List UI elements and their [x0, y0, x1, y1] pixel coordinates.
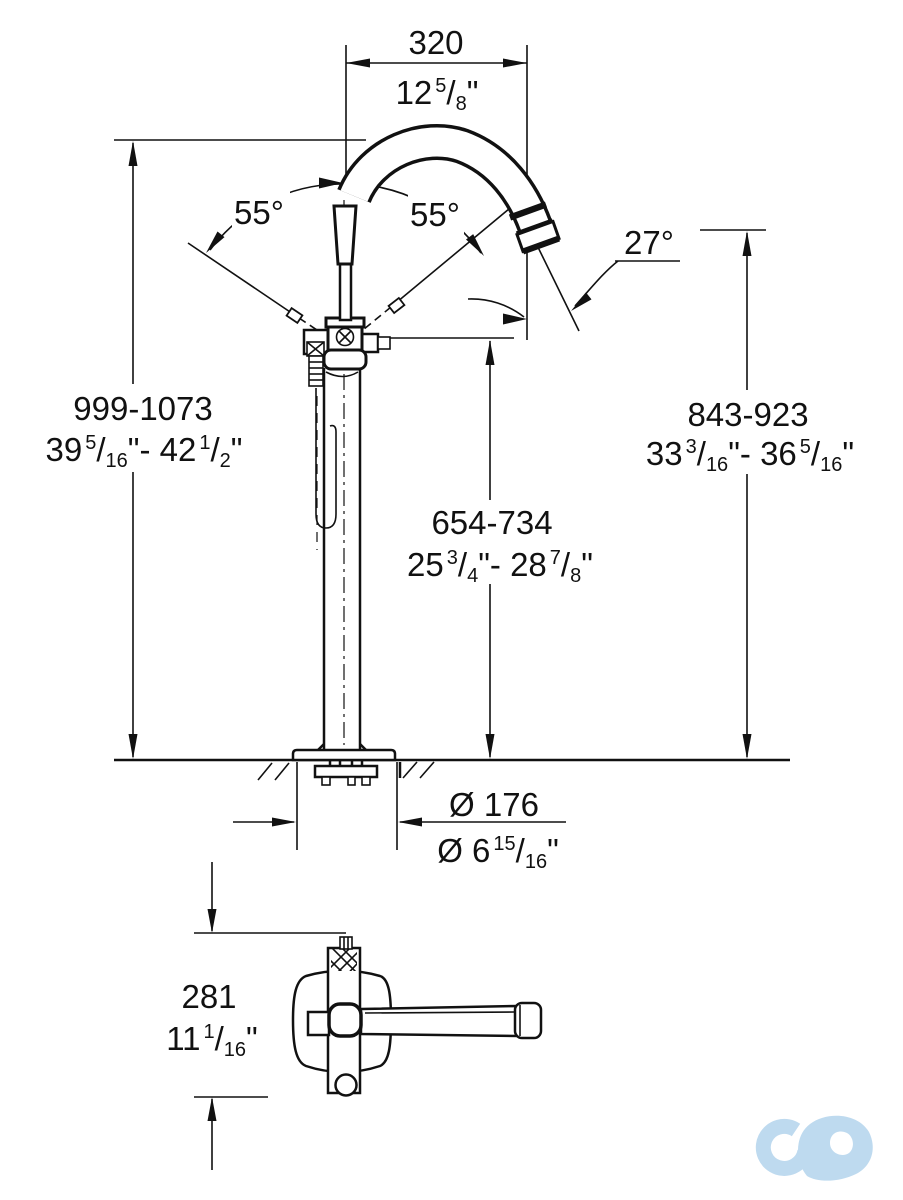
base-plate [291, 743, 397, 762]
label-angle-left: 55° [234, 194, 284, 231]
handle-top-view [306, 1010, 331, 1037]
mounting-flange [313, 764, 379, 779]
holder-mark-right [387, 296, 406, 315]
label-base-depth-mm: 281 [181, 978, 236, 1015]
handshower-connector [308, 355, 324, 387]
label-total-height-mm: 999-1073 [73, 390, 212, 427]
pullout-hose [315, 388, 337, 529]
inlet-hatch [331, 936, 357, 971]
riser-column [315, 200, 362, 749]
handle-grip [332, 204, 358, 266]
hose-port [339, 936, 353, 950]
brand-logo [755, 1115, 873, 1181]
arrow-left [346, 58, 370, 68]
label-spout-reach-mm: 320 [408, 24, 463, 61]
spout-outlet-angle [467, 236, 680, 332]
dim-base-diameter [233, 817, 566, 827]
handle-lever [332, 204, 358, 322]
port-circle-top-view [334, 1073, 358, 1097]
outlet-axis-line [532, 236, 580, 332]
label-angle-right: 55° [410, 196, 460, 233]
dim-base-depth [194, 862, 346, 1170]
holder-mark-left [285, 306, 304, 325]
pivot-top-view [327, 1002, 363, 1038]
dim-outlet-height [700, 229, 766, 759]
side-knob [360, 332, 380, 354]
label-outlet-height-mm: 843-923 [687, 396, 808, 433]
handle-stem [338, 260, 353, 322]
spout-top-view [359, 1004, 519, 1038]
label-base-diameter-mm: Ø 176 [449, 786, 539, 823]
label-angle-outlet: 27° [624, 224, 674, 261]
spout-tip-top-view [513, 1001, 543, 1040]
floor-line-group [114, 758, 790, 781]
underfloor-mounting [296, 760, 398, 850]
arrow-right [503, 58, 527, 68]
logo-left-ring [755, 1118, 813, 1176]
valve-body [302, 316, 391, 387]
aerator [508, 201, 561, 255]
spout [337, 124, 561, 255]
label-connection-height-mm: 654-734 [431, 504, 552, 541]
logo-right-ring [797, 1115, 873, 1181]
